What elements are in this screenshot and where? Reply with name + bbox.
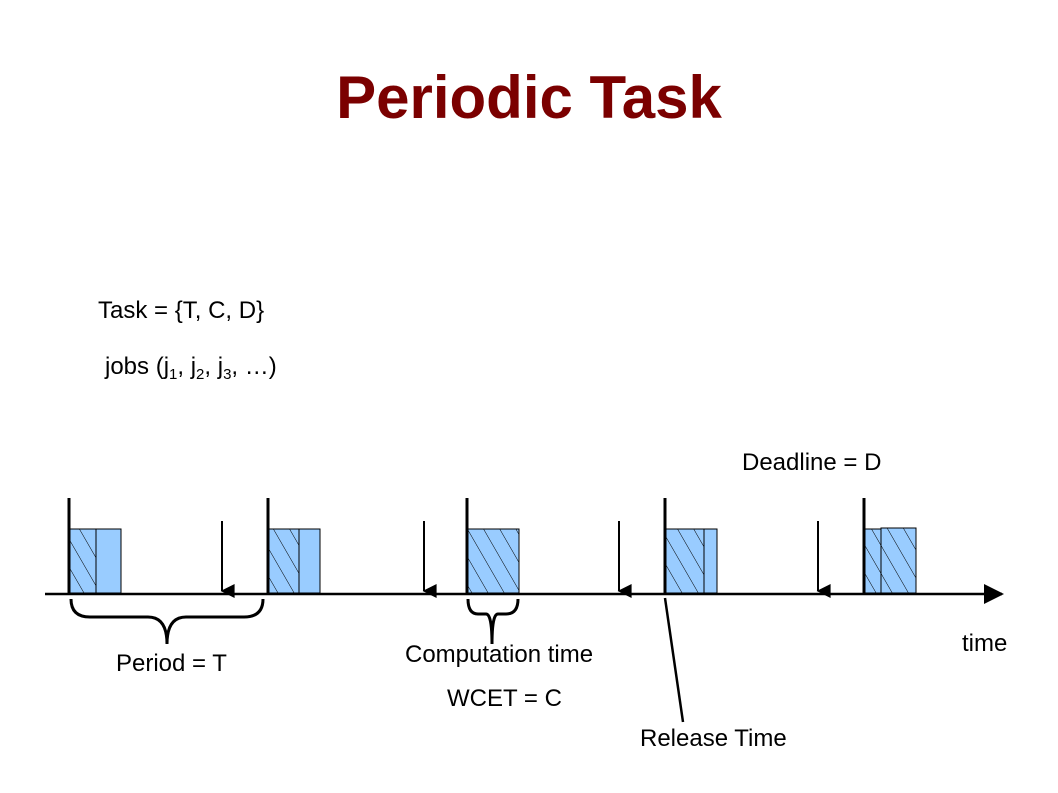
release-markers bbox=[67, 498, 866, 594]
task-definition: Task = {T, C, D} bbox=[98, 297, 264, 325]
job-subscript-2: 2 bbox=[196, 366, 205, 383]
job-2-plain bbox=[298, 528, 321, 594]
wcet-label: WCET = C bbox=[447, 685, 562, 712]
jobs-separator-1: , j bbox=[177, 353, 197, 380]
computation-brace bbox=[466, 598, 520, 645]
job-2-hatched bbox=[268, 528, 300, 594]
jobs-prefix: jobs (j bbox=[105, 353, 170, 380]
period-label: Period = T bbox=[116, 650, 227, 677]
jobs-suffix: , …) bbox=[231, 353, 277, 380]
jobs-separator-2: , j bbox=[204, 353, 224, 380]
task-parameters: = {T, C, D} bbox=[147, 297, 265, 324]
job-5-hatched-a bbox=[864, 528, 882, 594]
release-time-label: Release Time bbox=[640, 725, 787, 752]
job-subscript-3: 3 bbox=[223, 366, 232, 383]
job-blocks bbox=[69, 527, 917, 594]
job-1-hatched bbox=[69, 528, 97, 594]
computation-time-label: Computation time bbox=[405, 641, 594, 668]
deadline-arrows bbox=[220, 521, 831, 598]
job-3-hatched bbox=[467, 528, 520, 594]
deadline-label: Deadline = D bbox=[742, 449, 882, 476]
job-5-hatched-b bbox=[880, 527, 917, 594]
job-4-hatched bbox=[665, 528, 705, 594]
time-axis-label: time bbox=[962, 630, 1008, 657]
slide-title: Periodic Task bbox=[336, 64, 722, 131]
task-name: Task bbox=[98, 297, 148, 324]
jobs-definition: jobs (j1, j2, j3, …) bbox=[105, 353, 277, 389]
job-4-plain bbox=[703, 528, 718, 594]
job-subscript-1: 1 bbox=[169, 366, 178, 383]
job-1-plain bbox=[95, 528, 122, 594]
period-brace bbox=[69, 598, 265, 645]
release-time-pointer bbox=[663, 597, 685, 723]
